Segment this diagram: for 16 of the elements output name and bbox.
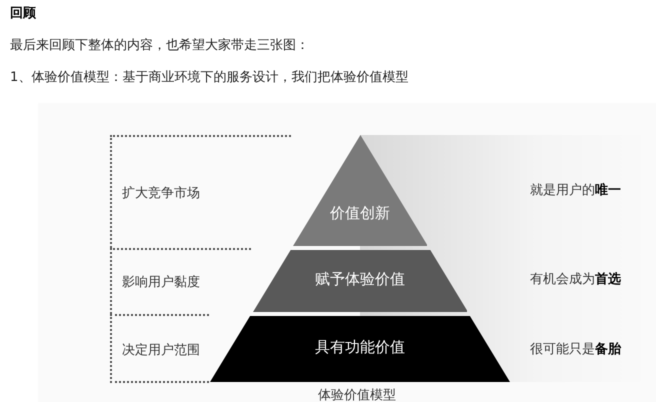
paragraph: 最后来回顾下整体的内容，也希望大家带走三张图： — [10, 37, 309, 54]
row-label: 扩大竞争市场 — [122, 184, 200, 202]
row-note: 有机会成为首选 — [530, 271, 621, 288]
tier-label: 具有功能价值 — [314, 338, 406, 357]
dotted-box — [110, 314, 210, 383]
tier-label: 价值创新 — [328, 204, 391, 223]
tier-label: 赋予体验价值 — [314, 270, 406, 289]
row-label: 决定用户范围 — [122, 342, 200, 358]
heading: 回顾 — [10, 5, 36, 22]
dotted-box — [110, 135, 292, 248]
paragraph: 1、体验价值模型：基于商业环境下的服务设计，我们把体验价值模型 — [10, 69, 408, 86]
row-note: 很可能只是备胎 — [530, 341, 621, 358]
row-note: 就是用户的唯一 — [530, 182, 621, 199]
row-label: 影响用户黏度 — [122, 274, 200, 291]
dotted-box — [110, 248, 252, 314]
caption: 体验价值模型 — [318, 387, 396, 402]
